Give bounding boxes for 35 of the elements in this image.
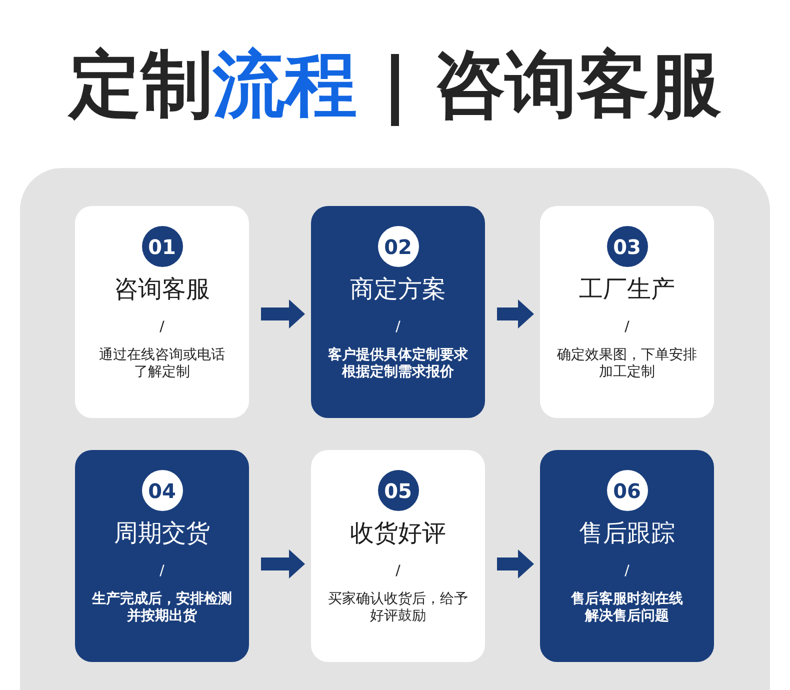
- arrow: [497, 550, 534, 578]
- step-card: [540, 450, 714, 662]
- step-card: [75, 450, 249, 662]
- step-title: 咨询客服: [114, 274, 210, 304]
- separator-slash: /: [396, 563, 400, 579]
- step-title: 收货好评: [350, 518, 446, 548]
- step-number: 04: [142, 470, 182, 511]
- arrow: [497, 300, 534, 328]
- step-number: 06: [606, 470, 648, 511]
- step-title: 售后跟踪: [579, 518, 675, 548]
- step-description: 生产完成后，安排检测并按期出货: [91, 591, 233, 625]
- step-description: 买家确认收货后，给予好评鼓励: [327, 591, 469, 625]
- arrow: [261, 550, 305, 578]
- step-number: 02: [378, 226, 418, 267]
- step-title: 周期交货: [114, 518, 210, 548]
- arrow: [261, 300, 305, 328]
- step-title: 工厂生产: [579, 274, 675, 304]
- step-description: 售后客服时刻在线解决售后问题: [570, 591, 684, 625]
- step-card: [311, 450, 485, 662]
- separator-slash: /: [160, 319, 164, 335]
- step-number: 03: [606, 226, 648, 267]
- separator-slash: /: [396, 319, 400, 335]
- step-number: 01: [142, 226, 182, 267]
- step-description: 确定效果图，下单安排加工定制: [556, 347, 698, 381]
- step-number: 05: [378, 470, 418, 511]
- step-card: [540, 206, 714, 418]
- separator-slash: /: [160, 563, 164, 579]
- separator-slash: /: [624, 563, 630, 579]
- step-card: [75, 206, 249, 418]
- step-title: 商定方案: [350, 274, 446, 304]
- page-title: 定制流程 | 咨询客服: [68, 41, 722, 128]
- step-card: [311, 206, 485, 418]
- step-description: 通过在线咨询或电话了解定制: [98, 347, 226, 381]
- step-description: 客户提供具体定制要求根据定制需求报价: [327, 347, 469, 381]
- separator-slash: /: [624, 319, 630, 335]
